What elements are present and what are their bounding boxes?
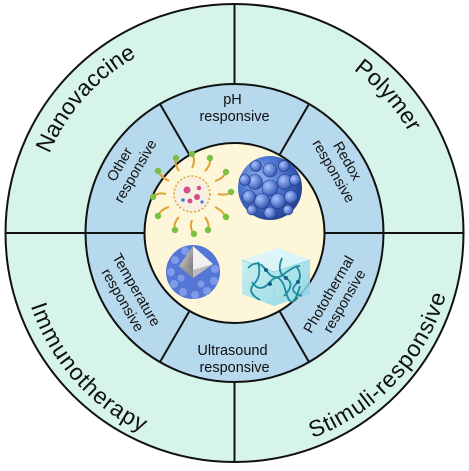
virus-like-nanoparticle-icon	[238, 156, 302, 220]
micelle-icon	[149, 150, 235, 238]
hydrogel-network-icon	[241, 248, 311, 306]
cutaway-nanosphere-icon	[166, 245, 220, 299]
middle-ring-dividers	[85, 103, 384, 363]
segment-label-ultrasound: Ultrasound responsive	[197, 343, 271, 376]
segment-label-ph: pH responsive	[199, 92, 269, 125]
